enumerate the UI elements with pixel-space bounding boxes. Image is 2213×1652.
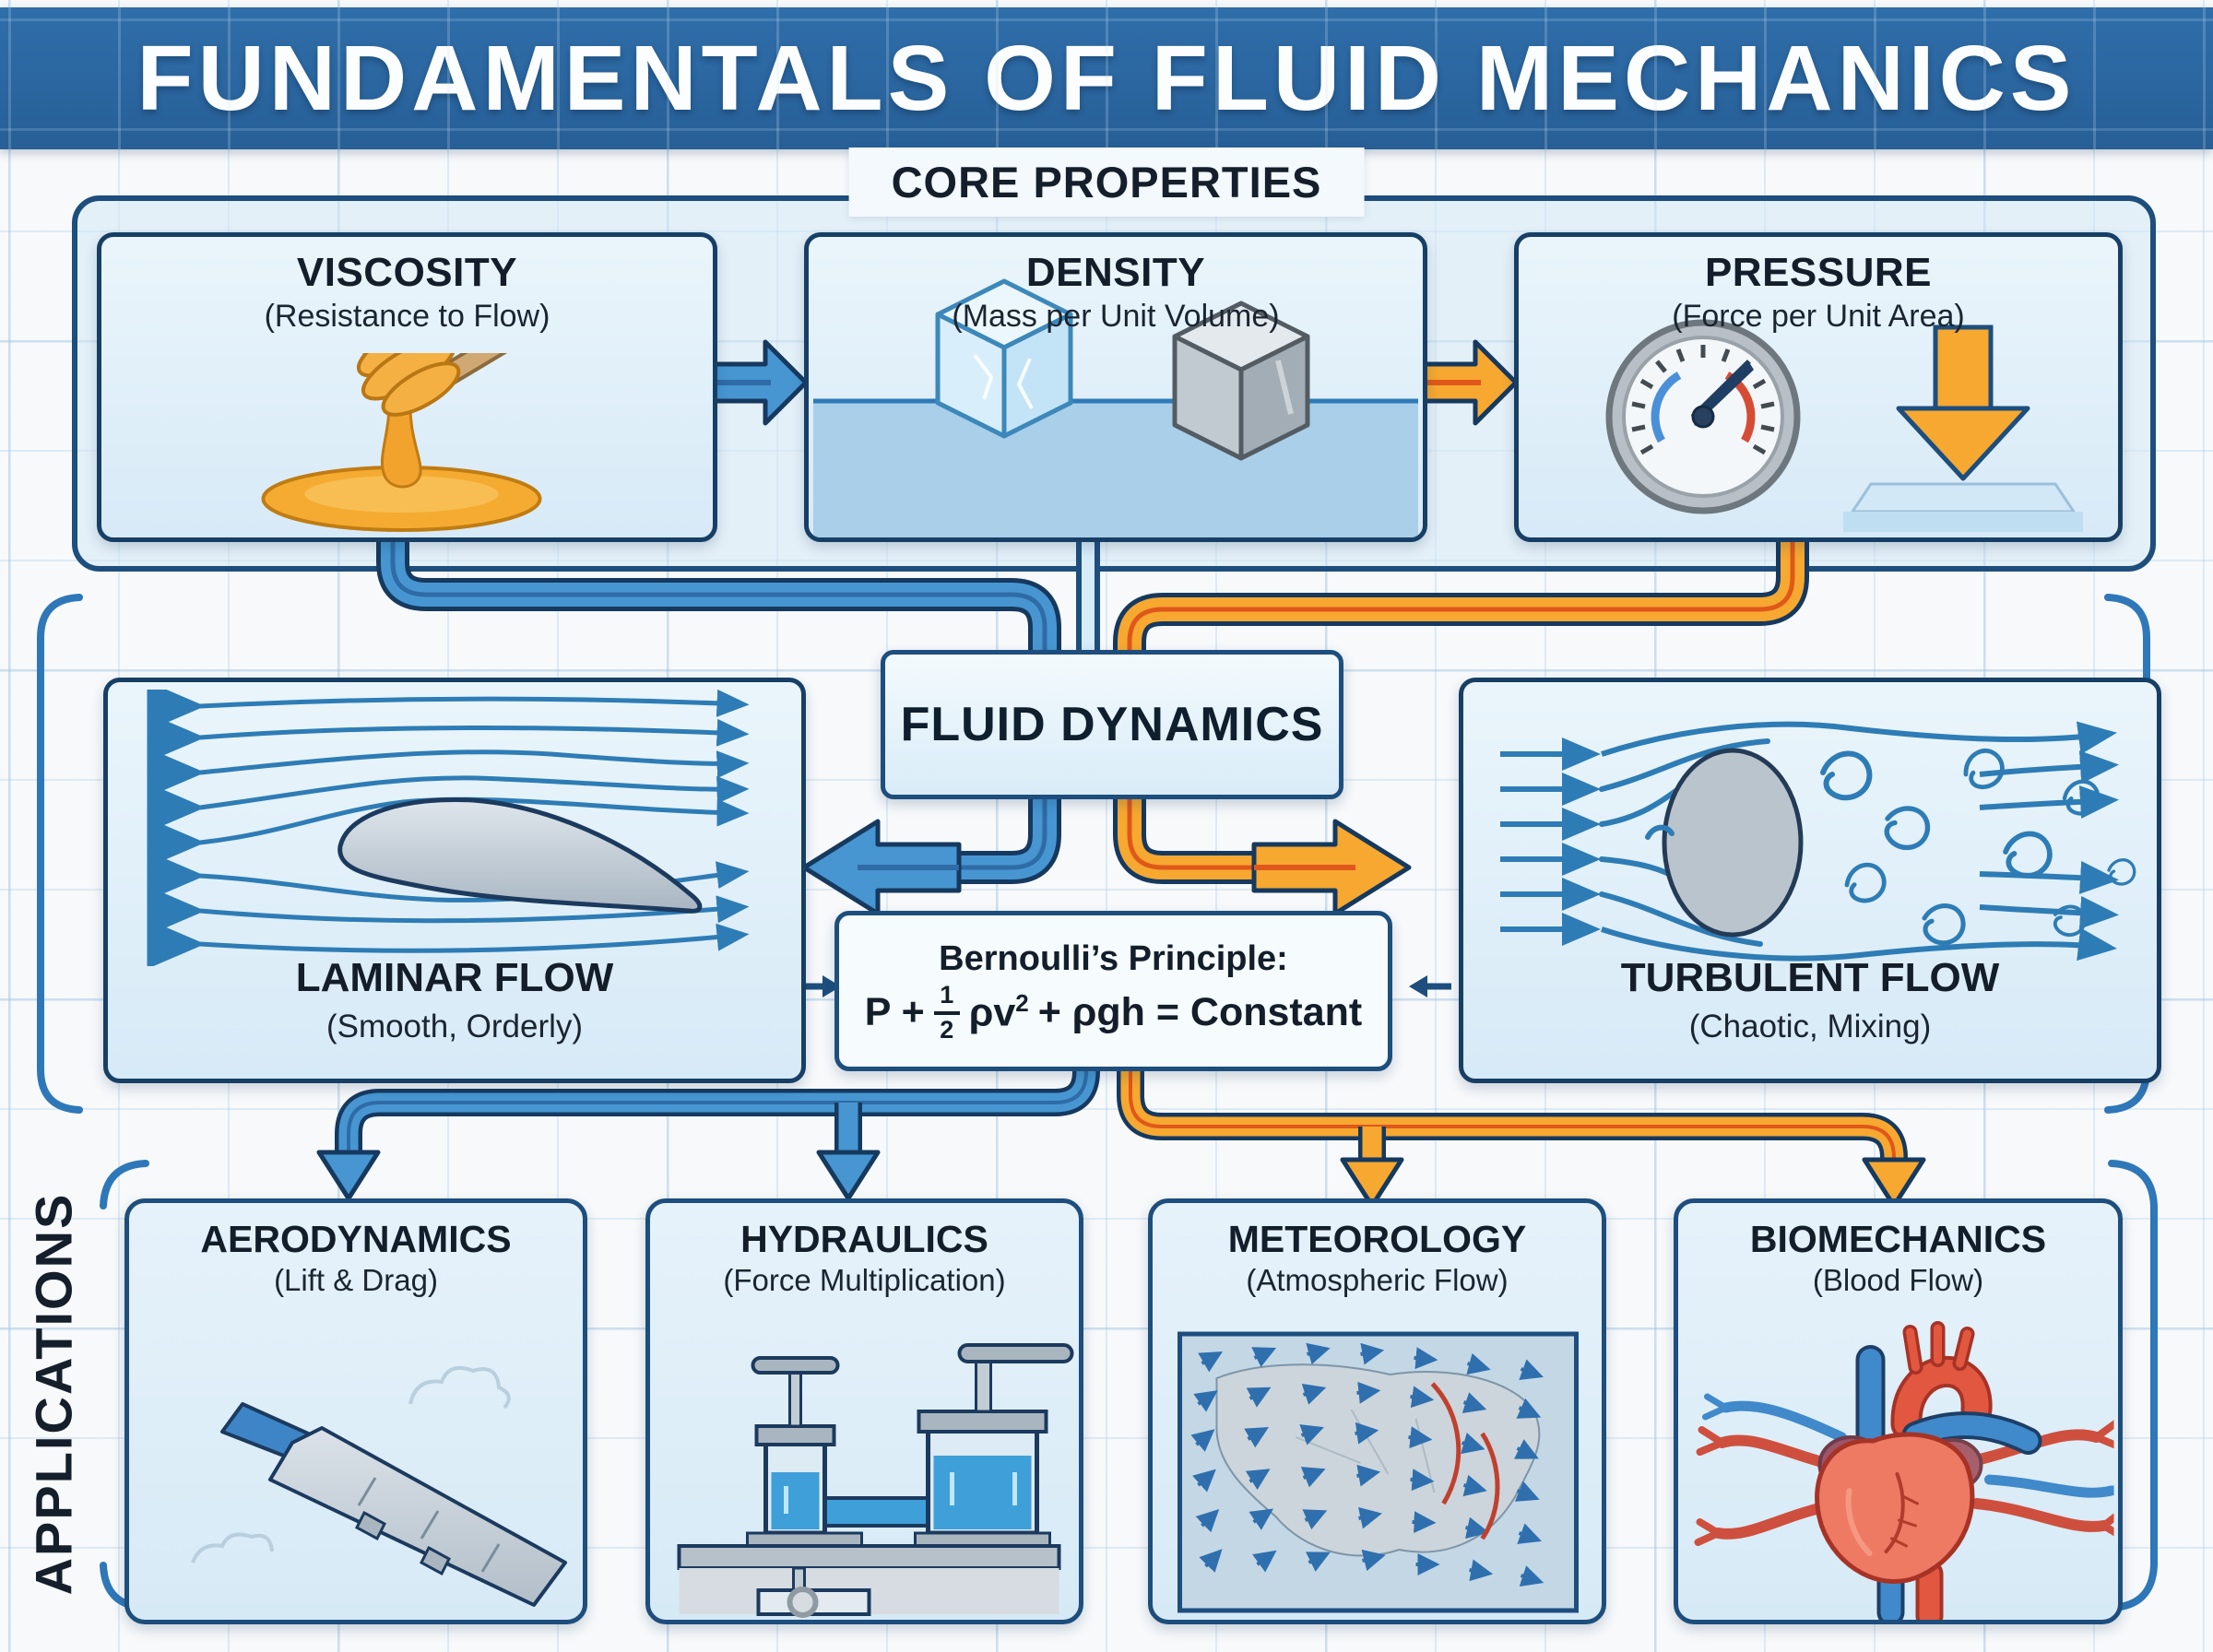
fluid-dynamics-label: FLUID DYNAMICS <box>881 650 1343 799</box>
bernoulli-heading: Bernoulli’s Principle: <box>939 938 1288 978</box>
density-title: DENSITY <box>1025 250 1206 295</box>
page-title: FUNDAMENTALS OF FLUID MECHANICS <box>136 26 2077 130</box>
biomechanics-title: BIOMECHANICS <box>1749 1218 2047 1260</box>
turbulent-flow-card: TURBULENT FLOW (Chaotic, Mixing) <box>1459 678 2161 1083</box>
pressure-subtitle: (Force per Unit Area) <box>1672 299 1965 334</box>
pressure-card: PRESSURE (Force per Unit Area) <box>1514 232 2123 542</box>
eq-frac-num: 1 <box>940 980 954 1009</box>
heart-icon <box>1694 1321 2113 1620</box>
bernoulli-principle-box: Bernoulli’s Principle: P + 1 2 ρv2 + ρgh… <box>834 911 1392 1071</box>
honey-dipper-icon <box>261 353 541 532</box>
viscosity-subtitle: (Resistance to Flow) <box>264 299 550 334</box>
hydraulics-title: HYDRAULICS <box>740 1218 988 1260</box>
airfoil-streamlines-icon <box>147 690 750 966</box>
weather-map-icon <box>1177 1331 1579 1613</box>
aerodynamics-card: AERODYNAMICS (Lift & Drag) <box>124 1198 587 1624</box>
pressure-title: PRESSURE <box>1704 250 1933 295</box>
eq-mid: ρv2 <box>968 989 1029 1035</box>
hydraulic-press-icon <box>677 1343 1073 1618</box>
density-card: DENSITY (Mass per Unit Volume) <box>804 232 1427 542</box>
laminar-flow-card: LAMINAR FLOW (Smooth, Orderly) <box>103 678 806 1083</box>
density-subtitle: (Mass per Unit Volume) <box>952 299 1280 334</box>
hydraulics-subtitle: (Force Multiplication) <box>723 1263 1006 1297</box>
eq-post: + ρgh = Constant <box>1037 990 1363 1034</box>
biomechanics-card: BIOMECHANICS (Blood Flow) <box>1674 1198 2123 1624</box>
eq-frac-den: 2 <box>940 1015 954 1044</box>
aerodynamics-subtitle: (Lift & Drag) <box>274 1263 438 1297</box>
applications-label: APPLICATIONS <box>24 1192 83 1596</box>
laminar-title: LAMINAR FLOW <box>295 955 614 1000</box>
fraction-bar <box>933 1010 960 1015</box>
title-banner: FUNDAMENTALS OF FLUID MECHANICS <box>0 7 2213 149</box>
biomechanics-subtitle: (Blood Flow) <box>1812 1263 1984 1297</box>
aerodynamics-title: AERODYNAMICS <box>200 1218 512 1260</box>
cylinder-vortex-icon <box>1500 721 2136 962</box>
pressure-gauge-icon <box>1605 319 2083 532</box>
bernoulli-equation: P + 1 2 ρv2 + ρgh = Constant <box>864 980 1363 1044</box>
core-properties-label: CORE PROPERTIES <box>848 148 1365 217</box>
viscosity-card: VISCOSITY (Resistance to Flow) <box>97 232 717 542</box>
viscosity-title: VISCOSITY <box>296 250 518 295</box>
eq-pre: P + <box>864 990 925 1034</box>
hydraulics-card: HYDRAULICS (Force Multiplication) <box>645 1198 1083 1624</box>
eq-fraction: 1 2 <box>933 980 960 1044</box>
turbulent-subtitle: (Chaotic, Mixing) <box>1688 1009 1932 1044</box>
meteorology-subtitle: (Atmospheric Flow) <box>1246 1263 1509 1297</box>
turbulent-title: TURBULENT FLOW <box>1620 955 2000 1000</box>
meteorology-title: METEOROLOGY <box>1227 1218 1527 1260</box>
fluid-dynamics-text: FLUID DYNAMICS <box>900 698 1324 751</box>
airplane-wing-icon <box>191 1366 567 1607</box>
meteorology-card: METEOROLOGY (Atmospheric Flow) <box>1148 1198 1606 1624</box>
laminar-subtitle: (Smooth, Orderly) <box>325 1009 584 1044</box>
floating-cubes-icon <box>813 278 1418 537</box>
